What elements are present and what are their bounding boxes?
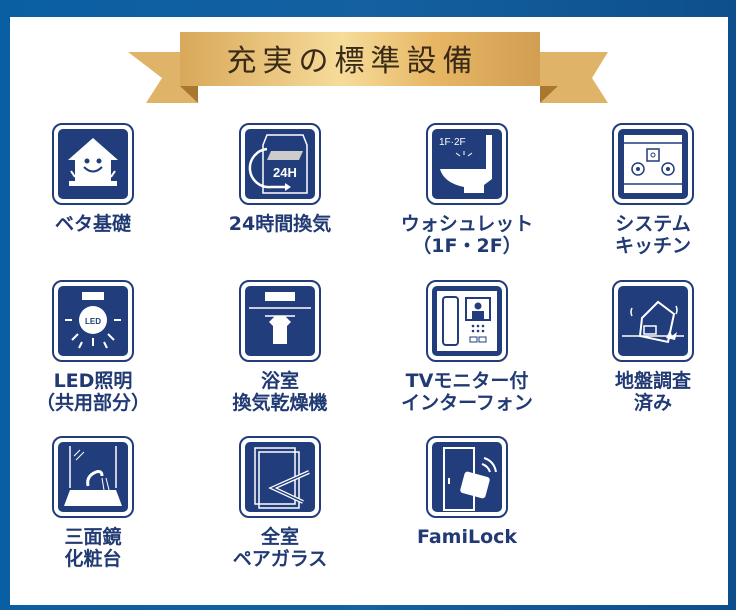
- svg-text:LED: LED: [85, 317, 101, 326]
- feature-item: ベタ基礎: [3, 123, 183, 235]
- feature-item: 浴室 換気乾燥機: [190, 280, 370, 414]
- title-ribbon: [128, 32, 608, 103]
- pair-glass-icon: [239, 436, 321, 518]
- feature-item: 1F·2F ウォシュレット （1F・2F）: [377, 123, 557, 257]
- feature-label: 地盤調査 済み: [614, 370, 691, 414]
- feature-item: 三面鏡 化粧台: [3, 436, 183, 570]
- ventilation-24h-icon: 24H: [239, 123, 321, 205]
- feature-item: システム キッチン: [563, 123, 736, 257]
- stove-icon: [612, 123, 694, 205]
- feature-item: LED LED照明 （共用部分）: [3, 280, 183, 414]
- feature-label: ベタ基礎: [54, 213, 131, 235]
- feature-label: 全室 ペアガラス: [232, 526, 328, 570]
- feature-label: 三面鏡 化粧台: [64, 526, 122, 570]
- feature-label: FamiLock: [416, 526, 518, 548]
- feature-label: LED照明 （共用部分）: [35, 370, 150, 414]
- ground-survey-icon: [612, 280, 694, 362]
- toilet-icon: 1F·2F: [426, 123, 508, 205]
- feature-label: TVモニター付 インターフォン: [401, 370, 533, 414]
- page-title: 充実の標準設備: [226, 44, 479, 79]
- feature-item: 全室 ペアガラス: [190, 436, 370, 570]
- svg-text:1F·2F: 1F·2F: [439, 137, 466, 148]
- feature-item: FamiLock: [377, 436, 557, 548]
- vanity-mirror-icon: [52, 436, 134, 518]
- led-light-icon: LED: [52, 280, 134, 362]
- feature-label: 24時間換気: [228, 213, 332, 235]
- feature-label: 浴室 換気乾燥機: [232, 370, 328, 414]
- smiling-house-icon: [52, 123, 134, 205]
- card-lock-icon: [426, 436, 508, 518]
- svg-text:24H: 24H: [273, 165, 297, 180]
- feature-item: 24H 24時間換気: [190, 123, 370, 235]
- feature-label: ウォシュレット （1F・2F）: [400, 213, 534, 257]
- feature-label: システム キッチン: [614, 213, 691, 257]
- bathroom-dryer-icon: [239, 280, 321, 362]
- feature-item: TVモニター付 インターフォン: [377, 280, 557, 414]
- feature-item: 地盤調査 済み: [563, 280, 736, 414]
- intercom-icon: [426, 280, 508, 362]
